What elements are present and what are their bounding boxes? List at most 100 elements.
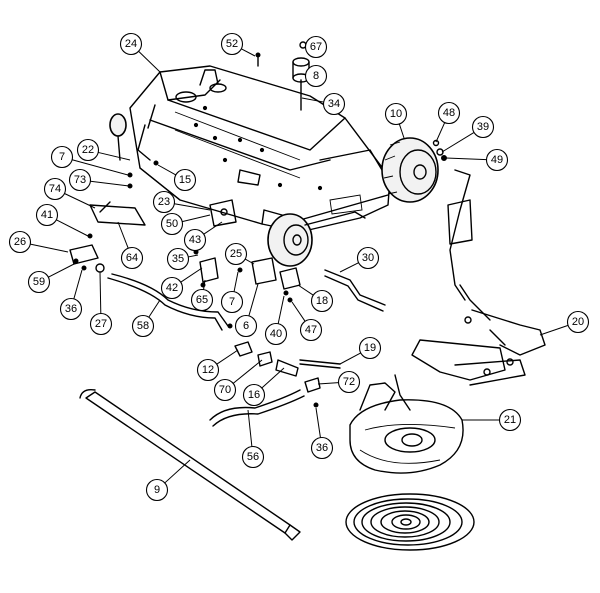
callout-circle bbox=[145, 478, 169, 502]
callout-12: 12 bbox=[196, 349, 239, 382]
callout-label: 26 bbox=[14, 236, 26, 248]
callout-58: 58 bbox=[131, 299, 161, 338]
callout-circle bbox=[220, 32, 244, 56]
callout-leader bbox=[71, 159, 129, 176]
callout-18: 18 bbox=[297, 284, 334, 313]
callout-label: 39 bbox=[477, 121, 489, 133]
callout-leader bbox=[297, 284, 314, 296]
callout-label: 10 bbox=[390, 108, 402, 120]
callout-23: 23 bbox=[152, 190, 211, 214]
callout-label: 50 bbox=[166, 218, 178, 230]
callout-leader bbox=[435, 122, 446, 143]
block-18 bbox=[279, 267, 301, 290]
callout-circle bbox=[322, 92, 346, 116]
callout-label: 41 bbox=[41, 209, 53, 221]
callout-leader bbox=[99, 271, 102, 314]
callout-47: 47 bbox=[291, 301, 323, 342]
callout-leader bbox=[164, 459, 191, 484]
callout-label: 25 bbox=[230, 248, 242, 260]
callout-leader bbox=[98, 151, 131, 161]
callout-39: 39 bbox=[441, 115, 495, 153]
callout-label: 23 bbox=[158, 196, 170, 208]
callout-label: 8 bbox=[313, 70, 319, 82]
fittings bbox=[234, 341, 321, 393]
callout-label: 47 bbox=[305, 324, 317, 336]
callout-circle bbox=[304, 35, 328, 59]
callout-label: 15 bbox=[179, 174, 191, 186]
callout-9: 9 bbox=[145, 459, 191, 502]
callout-52: 52 bbox=[220, 32, 256, 57]
callout-leader bbox=[317, 382, 339, 385]
hardware-48-49 bbox=[432, 139, 447, 161]
callout-25: 25 bbox=[224, 242, 255, 266]
callout-label: 12 bbox=[202, 364, 214, 376]
callout-circle bbox=[471, 115, 495, 139]
callout-label: 7 bbox=[229, 296, 235, 308]
discharge-tube bbox=[79, 388, 301, 541]
callout-6: 6 bbox=[234, 283, 259, 338]
callout-leader bbox=[203, 279, 206, 290]
callout-label: 9 bbox=[154, 484, 160, 496]
callout-circle bbox=[27, 270, 51, 294]
callout-67: 67 bbox=[304, 35, 328, 59]
callout-circle bbox=[437, 101, 461, 125]
callout-label: 56 bbox=[247, 451, 259, 463]
callout-circle bbox=[119, 32, 143, 56]
callout-leader bbox=[241, 48, 256, 57]
callout-label: 52 bbox=[226, 38, 238, 50]
drive-tire bbox=[381, 137, 439, 203]
callout-circle bbox=[173, 168, 197, 192]
callout-leader bbox=[180, 267, 203, 283]
callout-34: 34 bbox=[301, 92, 346, 116]
callout-24: 24 bbox=[119, 32, 161, 73]
callout-label: 18 bbox=[316, 295, 328, 307]
deck-frame bbox=[129, 65, 391, 233]
callout-label: 16 bbox=[248, 389, 260, 401]
callout-leader bbox=[64, 193, 96, 209]
callout-7: 7 bbox=[220, 271, 244, 314]
callout-circle bbox=[120, 246, 144, 270]
callout-73: 73 bbox=[68, 168, 130, 192]
callout-label: 19 bbox=[364, 342, 376, 354]
callout-circle bbox=[50, 145, 74, 169]
callout-label: 27 bbox=[95, 318, 107, 330]
caster-tire bbox=[267, 211, 366, 267]
callout-label: 74 bbox=[49, 183, 61, 195]
callout-36: 36 bbox=[310, 407, 334, 460]
callout-70: 70 bbox=[213, 359, 263, 402]
callout-label: 6 bbox=[243, 320, 249, 332]
callout-leader bbox=[247, 409, 253, 447]
callout-circle bbox=[485, 148, 509, 172]
callout-leader bbox=[56, 219, 89, 237]
callout-leader bbox=[216, 349, 239, 365]
callout-circle bbox=[166, 247, 190, 271]
callout-circle bbox=[310, 289, 334, 313]
callout-leader bbox=[248, 283, 259, 317]
callout-circle bbox=[160, 276, 184, 300]
callout-leader bbox=[445, 157, 487, 161]
callout-circle bbox=[299, 318, 323, 342]
callout-label: 67 bbox=[310, 41, 322, 53]
callout-label: 72 bbox=[343, 376, 355, 388]
callout-circle bbox=[196, 358, 220, 382]
callout-label: 20 bbox=[572, 316, 584, 328]
callout-49: 49 bbox=[445, 148, 509, 172]
callout-label: 24 bbox=[125, 38, 137, 50]
callout-circle bbox=[160, 212, 184, 236]
callout-circle bbox=[183, 228, 207, 252]
callout-leader bbox=[339, 262, 359, 273]
anti-scalp-roller-left bbox=[109, 113, 127, 161]
callout-leader bbox=[339, 352, 361, 365]
callout-label: 49 bbox=[491, 154, 503, 166]
callout-7: 7 bbox=[50, 145, 129, 176]
callout-label: 70 bbox=[219, 384, 231, 396]
callout-label: 42 bbox=[166, 282, 178, 294]
callout-leader bbox=[203, 221, 223, 235]
callout-27: 27 bbox=[89, 271, 113, 336]
bracket-64 bbox=[89, 201, 146, 226]
callout-40: 40 bbox=[264, 295, 288, 346]
callout-circle bbox=[241, 445, 265, 469]
hose-56 bbox=[209, 389, 305, 427]
